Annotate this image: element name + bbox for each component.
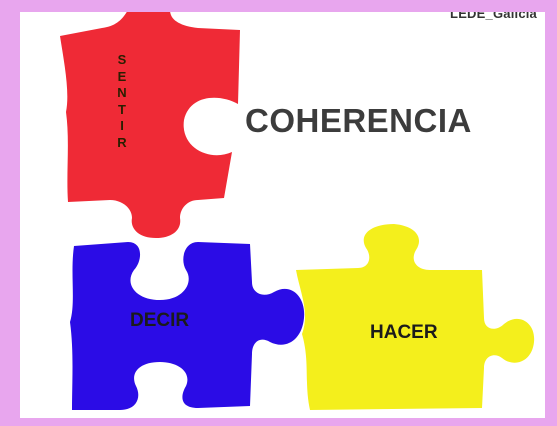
page-title: COHERENCIA: [245, 102, 472, 139]
decir-label: DECIR: [130, 310, 190, 331]
yellow-puzzle-piece: [296, 224, 535, 410]
hacer-label: HACER: [370, 322, 438, 343]
sentir-letter: N: [117, 85, 127, 100]
sentir-letter: I: [120, 118, 124, 133]
sentir-letter: R: [117, 134, 127, 150]
credit-text: LEDE_Galicia: [450, 12, 537, 21]
sentir-letter: E: [117, 68, 127, 84]
sentir-letter: S: [117, 52, 127, 67]
sentir-letter: T: [118, 101, 126, 117]
blue-puzzle-piece: [70, 242, 305, 410]
red-puzzle-piece: [60, 12, 240, 238]
sentir-word: S E N T I R: [115, 52, 129, 151]
puzzle-graphic: [60, 12, 535, 410]
image-frame: LEDE_Galicia COHERENCIA S E N T I R DECI…: [20, 12, 545, 418]
